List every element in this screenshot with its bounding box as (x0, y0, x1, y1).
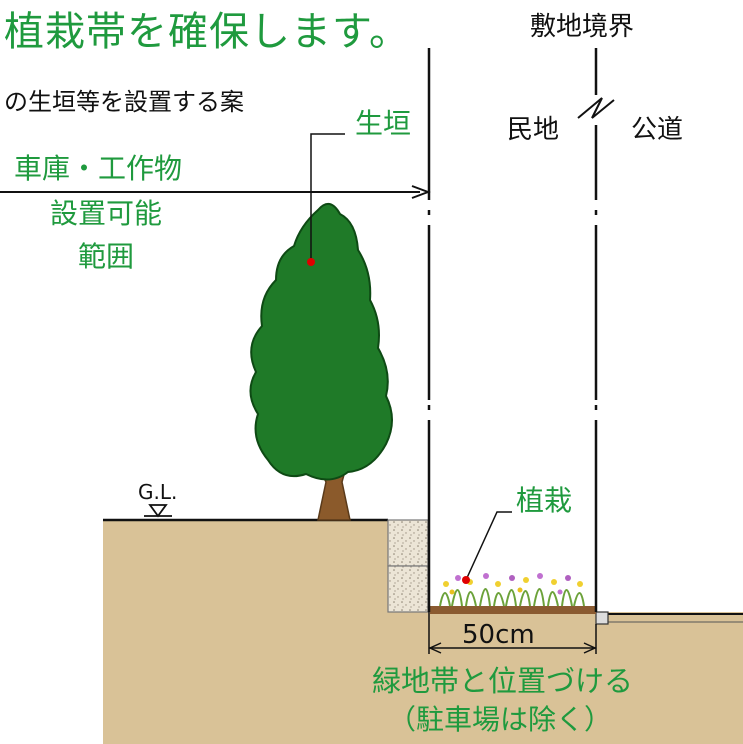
soil-right (428, 612, 743, 744)
planting-leader (465, 511, 512, 581)
curb (595, 611, 609, 625)
planting-label: 植栽 (516, 484, 573, 517)
planting-flowers (439, 573, 585, 607)
tree-foliage (249, 203, 393, 481)
planting-bed (430, 606, 596, 614)
public-road-label: 公道 (631, 115, 684, 145)
site-boundary-label: 敷地境界 (530, 12, 635, 42)
dim-arrow-right (583, 642, 597, 654)
soil-left (103, 520, 428, 744)
result-label-line2: （駐車場は除く） (388, 703, 613, 736)
wall-block-upper (387, 519, 429, 567)
private-land-label: 民地 (507, 115, 560, 145)
dim-arrow-left (428, 642, 442, 654)
hedge-leader (310, 133, 345, 262)
ground-level-label: G.L. (138, 480, 178, 504)
gl-symbol (144, 504, 172, 518)
width-dimension-label: 50cm (462, 620, 535, 650)
subtitle: の生垣等を設置する案 (4, 88, 244, 116)
range-arrow-head (411, 185, 431, 199)
hedge-marker (307, 258, 315, 266)
result-label-line1: 緑地帯と位置づける (372, 664, 634, 698)
page-title: 植栽帯を確保します。 (4, 9, 410, 55)
buildable-range-label-line3: 範囲 (78, 240, 135, 273)
break-symbol (577, 97, 615, 119)
wall-block-lower (387, 565, 429, 613)
hedge-label: 生垣 (355, 107, 412, 140)
planting-marker (462, 576, 470, 584)
buildable-range-label-line2: 設置可能 (50, 197, 163, 230)
buildable-range-label-line1: 車庫・工作物 (14, 152, 183, 185)
